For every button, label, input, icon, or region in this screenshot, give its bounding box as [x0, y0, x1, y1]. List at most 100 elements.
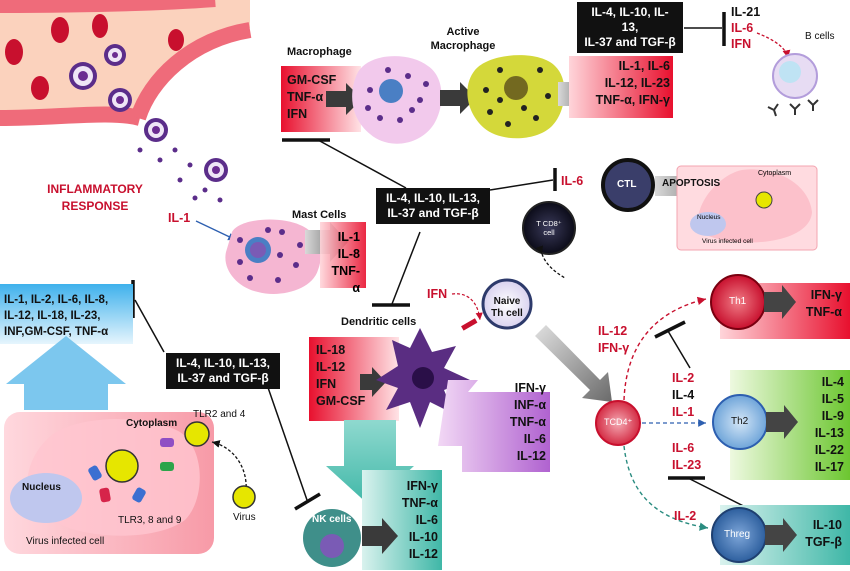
small-nucleus: [690, 212, 726, 236]
left-cytokine-list: IL-1, IL-2, IL-6, IL-8, IL-12, IL-18, IL…: [4, 292, 108, 340]
dc-in-0: IL-18: [316, 343, 346, 357]
active-macrophage-cell: [467, 55, 565, 139]
nucleus-small-label: Nucleus: [697, 214, 721, 221]
th2-out-4: IL-22: [814, 443, 844, 457]
b-cell: [772, 53, 818, 99]
nk-output-list: IFN-γ TNF-α IL-6 IL-10 IL-12: [396, 478, 438, 563]
dendritic-cells-label: Dendritic cells: [341, 316, 417, 328]
cytoplasm-label: Cytoplasm: [126, 418, 178, 429]
dc-in-3: GM-CSF: [316, 394, 366, 408]
nk-out-0: IFN-γ: [406, 479, 438, 493]
th2-driver-dark-0: IL-4: [672, 388, 695, 402]
dc-input-list: IL-18 IL-12 IFN GM-CSF: [316, 342, 365, 410]
dc-out-3: IL-6: [523, 432, 546, 446]
th2-out-3: IL-13: [814, 426, 844, 440]
antibodies: [767, 99, 819, 117]
virus-cytoplasm-icon: [184, 421, 210, 447]
th2-arrow: [766, 405, 798, 439]
naive-line-2: Th cell: [491, 308, 523, 319]
tcd8-line-1: T CD8⁺: [536, 219, 562, 228]
ctl-cell: [601, 158, 655, 212]
th1-arrow: [764, 285, 796, 319]
inflammatory-line-2: RESPONSE: [61, 199, 129, 213]
th1-label: Th1: [729, 296, 747, 307]
th2-out-5: IL-17: [814, 460, 844, 474]
top-inhib-1: IL-37 and TGF-β: [584, 35, 676, 49]
dc-out-4: IL-12: [516, 449, 546, 463]
mast-out-1: IL-8: [337, 247, 360, 261]
th2-output-list: IL-4 IL-5 IL-9 IL-13 IL-22 IL-17: [806, 374, 844, 476]
left-up-arrow: [6, 336, 126, 410]
dc-input-arrow: [360, 367, 386, 397]
blood-vessel: [0, 0, 252, 203]
mid-inhib-0: IL-4, IL-10, IL-13,: [385, 191, 481, 205]
virus-infected-label: Virus infected cell: [26, 536, 105, 547]
left-inhibitor-box: IL-4, IL-10, IL-13, IL-37 and TGF-β: [166, 353, 280, 389]
treg-output-list: IL-10 TGF-β: [800, 517, 842, 551]
naive-line-1: Naive: [493, 296, 521, 307]
macrophage-label: Macrophage: [287, 46, 352, 58]
ifn-naive-label: IFN: [427, 287, 448, 301]
left-list-box: [0, 284, 133, 344]
ctl-label: CTL: [617, 179, 637, 190]
dc-output-list: IFN-γ INF-α TNF-α IL-6 IL-12: [500, 380, 546, 465]
to-treg-arrow: [623, 445, 709, 531]
macrophage-input-list: GM-CSF TNF-α IFN: [287, 72, 336, 123]
macrophage-in-1: TNF-α: [287, 90, 324, 104]
active-out-1: IL-12, IL-23: [604, 76, 670, 90]
il2-treg-label: IL-2: [674, 509, 697, 523]
virus-icon: [232, 485, 256, 509]
tcd8-label: T CD8⁺ cell: [532, 219, 566, 237]
mid-inhibitor-box: IL-4, IL-10, IL-13, IL-37 and TGF-β: [376, 188, 490, 224]
virus-infected-small-label: Virus infected cell: [702, 238, 753, 245]
nucleus-label: Nucleus: [22, 482, 61, 493]
mast-cells-label: Mast Cells: [292, 209, 347, 221]
dc-in-1: IL-12: [316, 360, 346, 374]
nk-cells-label: NK cells: [312, 514, 352, 525]
treg-driver-0: IL-6: [672, 441, 695, 455]
inflammatory-label: INFLAMMATORY RESPONSE: [40, 181, 150, 215]
il1-label: IL-1: [168, 211, 191, 225]
left-list-0: IL-1, IL-2, IL-6, IL-8,: [4, 294, 109, 306]
activation-arrow: [440, 82, 476, 114]
dc-in-2: IFN: [316, 377, 337, 391]
th1-out-0: IFN-γ: [810, 288, 842, 302]
nk-output-box: [362, 470, 442, 570]
th2-out-2: IL-9: [821, 409, 844, 423]
nk-out-3: IL-10: [408, 530, 438, 544]
left-list-2: INF,GM-CSF, TNF-α: [4, 326, 109, 338]
macrophage-in-2: IFN: [287, 107, 308, 121]
bcell-arrow: [756, 32, 791, 59]
mid-inhib-1: IL-37 and TGF-β: [387, 206, 479, 220]
syringe-icon: [461, 318, 478, 331]
mast-cell: [225, 219, 321, 294]
cytoplasm-small-label: Cytoplasm: [758, 170, 792, 177]
top-inhibitor-box: IL-4, IL-10, IL-13, IL-37 and TGF-β: [577, 2, 683, 53]
th1-drivers: IL-12 IFN-γ: [598, 323, 629, 357]
nk-arrow: [362, 518, 398, 554]
left-inhib-1: IL-37 and TGF-β: [177, 371, 269, 385]
tcd8-cell: [522, 201, 576, 255]
dc-out-2: TNF-α: [509, 415, 546, 429]
tcd8-arrow: [535, 245, 566, 279]
th1-driver-1: IFN-γ: [598, 341, 630, 355]
nk-out-2: IL-6: [415, 513, 438, 527]
left-list-1: IL-12, IL-18, IL-23,: [4, 310, 101, 322]
th1-output-list: IFN-γ TNF-α: [800, 287, 842, 321]
th2-out-0: IL-4: [821, 375, 844, 389]
left-inhib-0: IL-4, IL-10, IL-13,: [175, 356, 271, 370]
th1-out-1: TNF-α: [805, 305, 842, 319]
bcell-cytokine-list: IL-21 IL-6 IFN: [731, 4, 760, 52]
naive-to-tcd4-arrow: [535, 325, 612, 402]
th2-drivers: IL-2 IL-4 IL-1: [672, 370, 694, 421]
active-output-box: [569, 56, 673, 118]
b-cells-label: B cells: [805, 31, 835, 42]
bcell-cyt-1: IL-6: [731, 21, 754, 35]
virus-label: Virus: [233, 512, 256, 523]
dc-out-1: INF-α: [514, 398, 546, 412]
tlr-receptors: [88, 438, 174, 503]
treg-out-1: TGF-β: [805, 535, 842, 549]
th2-driver-red-2: IL-1: [672, 405, 695, 419]
th2-label: Th2: [731, 416, 749, 427]
